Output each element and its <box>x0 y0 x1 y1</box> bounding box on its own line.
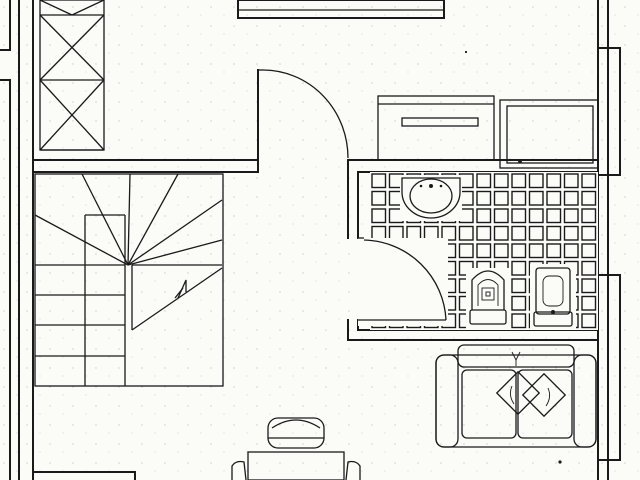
chair <box>231 460 247 480</box>
walls <box>0 0 621 480</box>
shower-tray <box>499 99 599 169</box>
cushion <box>521 372 567 418</box>
floor-mark <box>464 50 468 54</box>
chair <box>267 417 325 449</box>
vanity-unit <box>377 95 495 161</box>
cushion <box>495 370 541 416</box>
chair <box>345 460 361 480</box>
bathroom-door <box>358 237 448 326</box>
bathroom <box>358 95 599 330</box>
floor-mark <box>558 460 562 464</box>
sofa <box>435 344 597 448</box>
staircase <box>34 173 224 387</box>
bidet <box>530 264 576 330</box>
toilet <box>466 268 510 330</box>
dining-table <box>247 451 345 480</box>
built-in-wardrobe <box>39 0 105 151</box>
washbasin <box>400 175 462 221</box>
entrance-door <box>258 69 349 159</box>
